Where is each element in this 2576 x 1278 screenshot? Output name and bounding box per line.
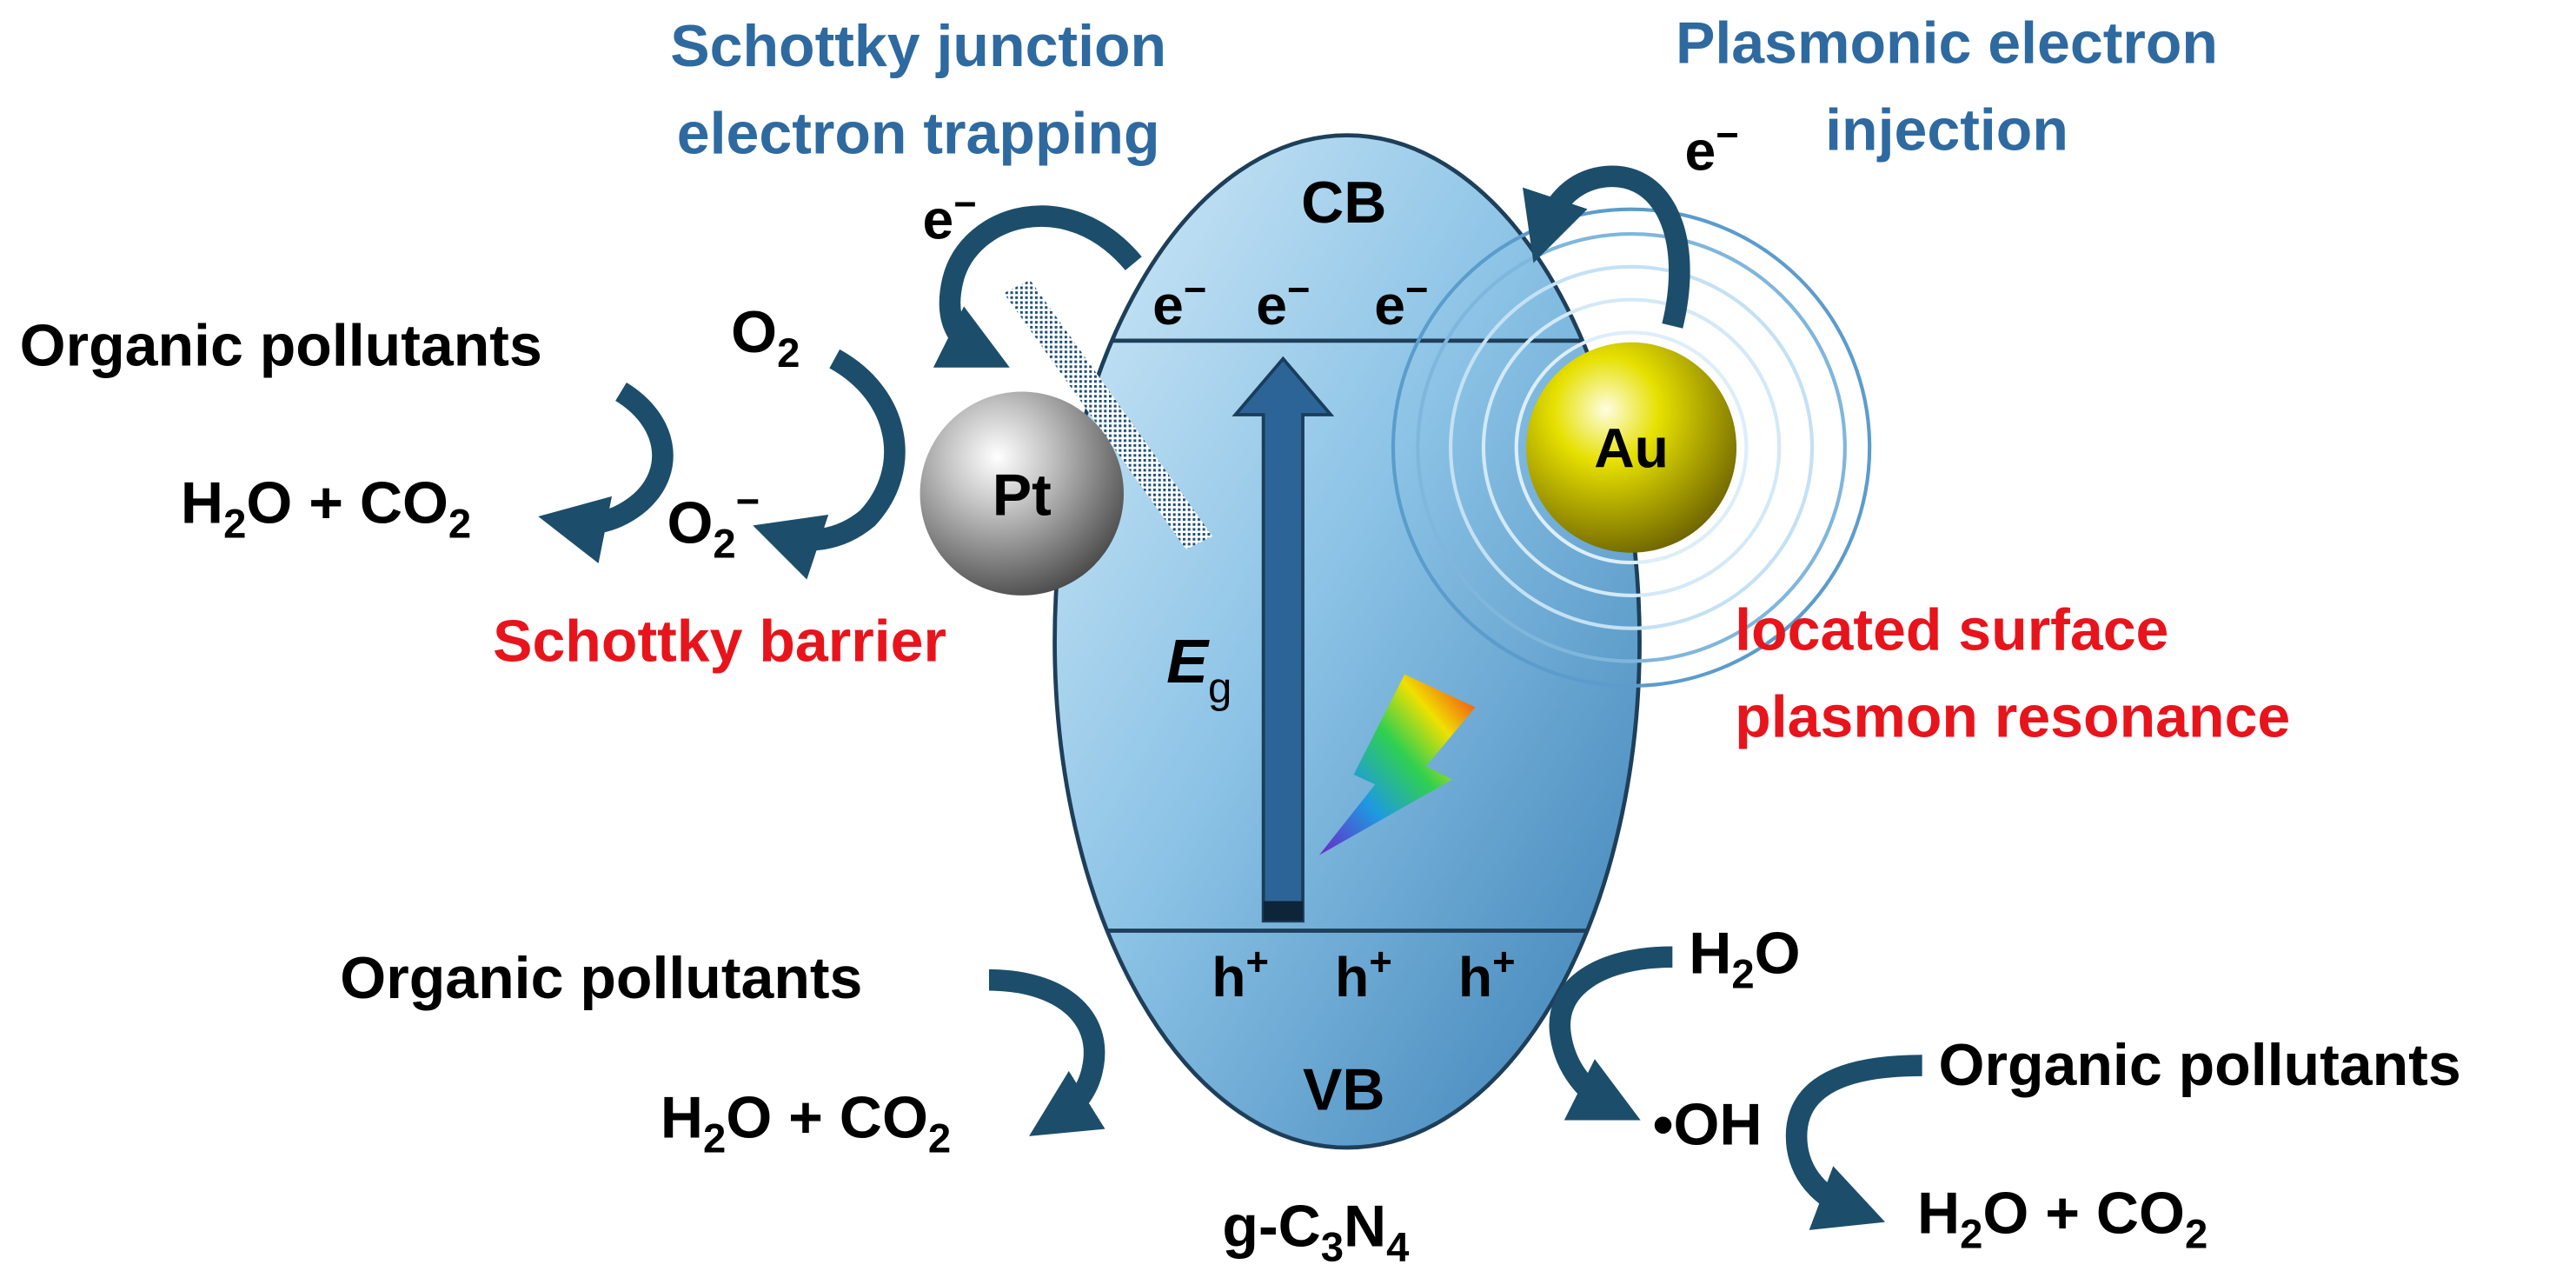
injected-electron-label: e−	[1685, 113, 1739, 183]
h2o-co2-lower-left: H2O + CO2	[661, 1085, 951, 1162]
superoxide-label: O2−	[667, 478, 760, 567]
au-particle: Au	[1526, 342, 1737, 553]
eg-label: Eg	[1166, 627, 1232, 712]
schottky-heading-line1: Schottky junction	[670, 13, 1166, 79]
hole-3: h+	[1458, 940, 1516, 1009]
trapped-electron-label: e−	[922, 182, 976, 251]
vb-holes: h+ h+ h+	[1212, 940, 1515, 1009]
cb-label: CB	[1301, 170, 1386, 236]
organic-pollutants-lower-left: Organic pollutants	[340, 945, 862, 1011]
o2-label: O2	[731, 299, 800, 376]
lspr-label-line2: plasmon resonance	[1735, 683, 2290, 749]
organic-pollutants-lower-right: Organic pollutants	[1939, 1032, 2461, 1098]
schottky-barrier-hatch	[1003, 279, 1213, 549]
hole-1: h+	[1212, 940, 1269, 1009]
curved-arrow-icon	[988, 968, 1105, 1136]
h2o-co2-upper: H2O + CO2	[181, 470, 471, 548]
schottky-heading-line2: electron trapping	[677, 100, 1160, 166]
semiconductor-ellipse	[1052, 133, 1642, 1150]
curved-arrow-icon	[1785, 1055, 1922, 1230]
vb-label: VB	[1303, 1057, 1385, 1123]
curved-arrow-icon	[1523, 165, 1690, 329]
curved-arrow-icon	[538, 383, 674, 563]
lightning-bolt-icon	[1318, 674, 1476, 855]
cb-electrons: e− e− e−	[1152, 267, 1428, 336]
hole-2: h+	[1335, 940, 1392, 1009]
h2o-co2-lower-right: H2O + CO2	[1917, 1180, 2208, 1257]
pt-particle: Pt	[920, 391, 1124, 596]
plasmonic-heading-line2: injection	[1825, 97, 2068, 163]
curved-arrow-icon	[753, 349, 906, 580]
semiconductor-name: g-C3N4	[1222, 1193, 1410, 1270]
hydroxyl-label: •OH	[1653, 1091, 1763, 1157]
au-label: Au	[1594, 416, 1669, 479]
plasmonic-heading-line1: Plasmonic electron	[1676, 10, 2218, 76]
curved-arrow-icon	[933, 205, 1142, 368]
lspr-label-line1: located surface	[1735, 596, 2168, 662]
electron-1: e−	[1152, 267, 1206, 336]
electron-3: e−	[1374, 267, 1428, 336]
bandgap-arrow-icon	[1232, 356, 1335, 923]
organic-pollutants-upper: Organic pollutants	[20, 312, 542, 378]
schottky-barrier-label: Schottky barrier	[493, 609, 946, 675]
curved-arrow-icon	[1549, 946, 1673, 1121]
electron-2: e−	[1256, 267, 1310, 336]
water-label: H2O	[1689, 921, 1800, 998]
pt-label: Pt	[993, 462, 1052, 528]
